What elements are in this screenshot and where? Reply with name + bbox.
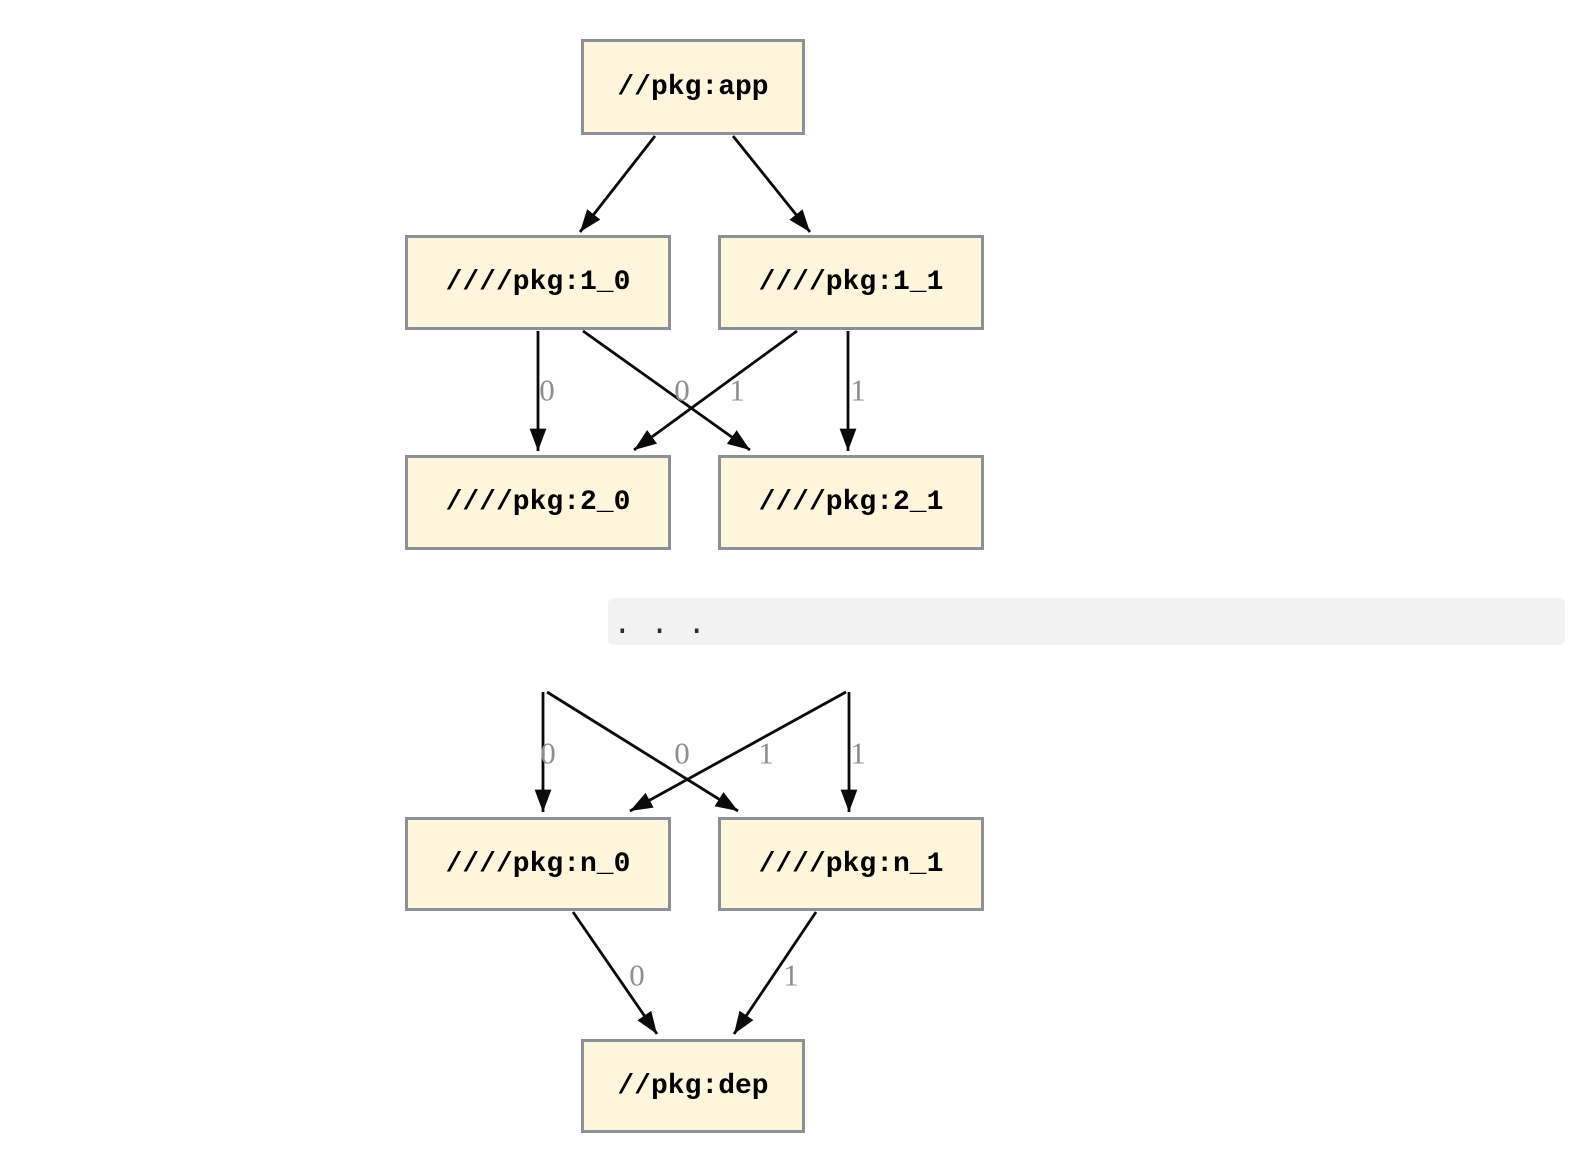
edge-app-to-1_0 [578,135,657,233]
edge-label-1_1-2_1: 1 [850,372,866,408]
node-pkg-app: //pkg:app [581,39,805,135]
node-pkg-n-0-label: ////pkg:n_0 [445,848,631,880]
edge-app-to-1_1 [731,135,812,233]
edge-n_1-to-dep [732,911,818,1035]
edge-label-n_1-dep: 1 [783,957,799,993]
ellipsis-bar: . . . [608,598,1565,645]
edge-label-1_1-2_0: 0 [674,372,690,408]
edge-1_1-to-2_0 [633,329,798,452]
node-pkg-1-0-label: ////pkg:1_0 [445,267,631,298]
node-pkg-dep: //pkg:dep [581,1039,805,1133]
node-pkg-1-1-label: ////pkg:1_1 [758,267,944,298]
edge-label-n_1-right: 1 [850,735,866,771]
node-pkg-n-1-label: ////pkg:n_1 [758,848,944,880]
node-pkg-n-0: ////pkg:n_0 [405,817,671,911]
edge-label-1_0-2_0: 0 [539,372,555,408]
edge-label-n_0-dep: 0 [629,957,645,993]
edge-n_0-to-dep [571,911,659,1035]
node-pkg-n-1: ////pkg:n_1 [718,817,984,911]
node-pkg-dep-label: //pkg:dep [617,1070,769,1102]
edge-label-n_0-cross: 0 [674,735,690,771]
node-pkg-1-1: ////pkg:1_1 [718,235,984,330]
node-pkg-2-1-label: ////pkg:2_1 [758,487,944,518]
edge-label-n_1-cross: 1 [758,735,774,771]
ellipsis-text: . . . [613,608,707,643]
edge-label-n_0-left: 0 [540,735,556,771]
node-pkg-2-1: ////pkg:2_1 [718,455,984,550]
node-pkg-2-0-label: ////pkg:2_0 [445,487,631,518]
edge-ellipsis-to-n_0-cross [629,690,847,813]
edge-ellipsis-to-n_1-cross [546,690,739,813]
edge-1_0-to-2_1 [582,329,751,452]
node-pkg-1-0: ////pkg:1_0 [405,235,671,330]
node-pkg-app-label: //pkg:app [617,71,769,103]
node-pkg-2-0: ////pkg:2_0 [405,455,671,550]
edge-label-1_0-2_1: 1 [729,372,745,408]
